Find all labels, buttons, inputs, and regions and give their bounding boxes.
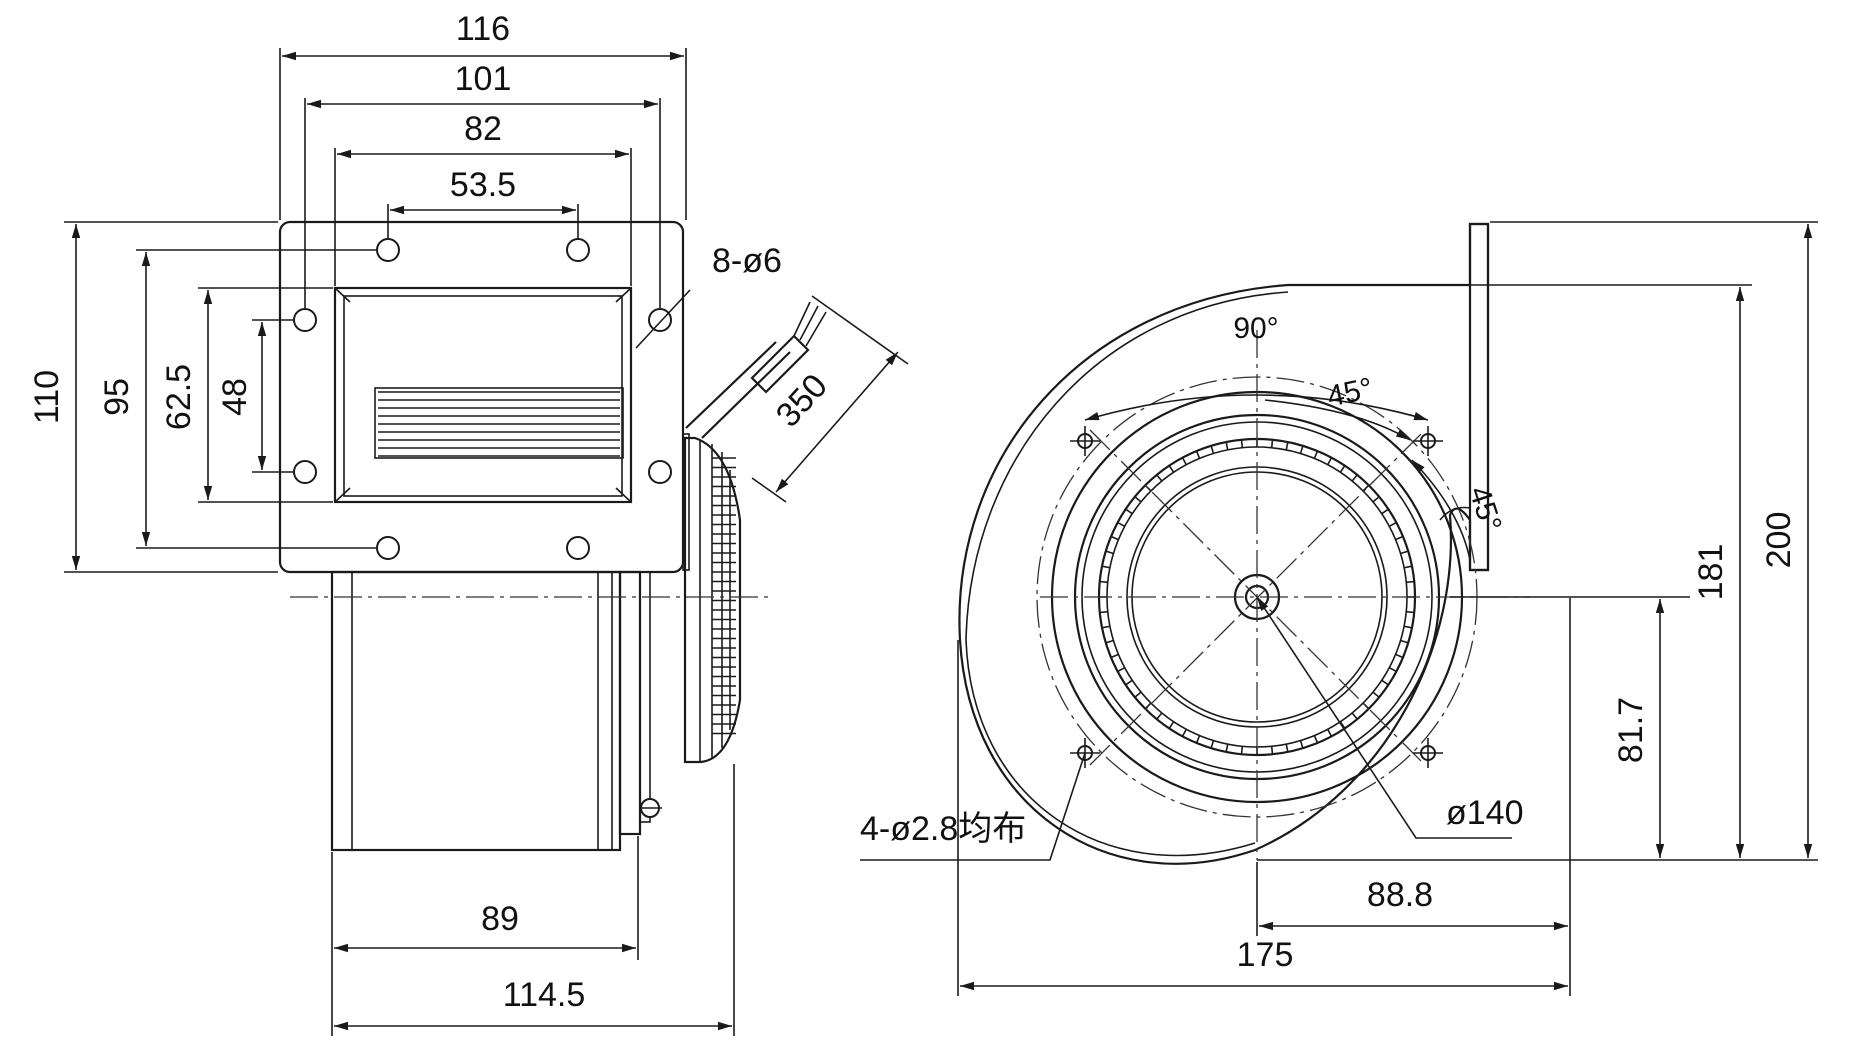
mount-hole-icon — [293, 460, 317, 484]
mount-hole-icon — [293, 308, 317, 332]
dim-89: 89 — [481, 900, 519, 938]
label-8-holes: 8-ø6 — [712, 242, 782, 280]
dim-62-5: 62.5 — [160, 364, 198, 430]
outlet-opening — [333, 286, 633, 504]
dim-110: 110 — [28, 370, 66, 424]
impeller-blade-ring — [1099, 439, 1415, 755]
mount-hole-icon — [566, 238, 590, 262]
scroll-housing — [958, 222, 1490, 865]
motor-body — [330, 570, 622, 852]
flange-plate — [278, 220, 685, 574]
dim-200: 200 — [1760, 512, 1798, 569]
front-view: 90° 45° 45° 4-ø2.8均布 ø140 200 181 81.7 — [860, 221, 1818, 996]
dim-95: 95 — [98, 378, 136, 416]
dim-48: 48 — [216, 378, 254, 416]
power-cable — [685, 301, 827, 439]
impeller-blades — [378, 391, 620, 457]
dim-81-7: 81.7 — [1612, 697, 1650, 763]
angle-90: 90° — [1233, 312, 1278, 345]
dim-53-5: 53.5 — [450, 166, 516, 204]
hub-fins — [712, 457, 736, 735]
mount-hole-icon — [376, 238, 400, 262]
label-diameter: ø140 — [1446, 794, 1524, 832]
dim-88-8: 88.8 — [1367, 876, 1433, 914]
dim-82: 82 — [464, 110, 502, 148]
mounting-holes — [293, 238, 672, 560]
small-hole-icon — [1070, 426, 1100, 456]
dim-101: 101 — [455, 60, 512, 98]
mount-hole-icon — [648, 308, 672, 332]
front-bottom-dimensions — [957, 598, 1571, 996]
left-dimensions — [64, 221, 376, 573]
top-dimensions — [279, 48, 687, 308]
mount-hole-icon — [566, 536, 590, 560]
dim-181: 181 — [1692, 544, 1730, 601]
cable-dimension — [751, 295, 909, 503]
right-dimensions — [1257, 221, 1818, 861]
dim-175: 175 — [1237, 936, 1294, 974]
side-view: 116 101 82 53.5 110 95 62.5 48 8-ø6 — [28, 10, 909, 1036]
small-hole-icon — [1413, 426, 1443, 456]
label-4-holes: 4-ø2.8均布 — [860, 810, 1026, 848]
dim-114-5: 114.5 — [503, 976, 586, 1014]
small-hole-icon — [1413, 738, 1443, 768]
bottom-dimensions — [331, 764, 735, 1036]
mount-hole-icon — [648, 460, 672, 484]
dim-116: 116 — [456, 10, 510, 48]
mount-hole-icon — [376, 536, 400, 560]
dim-350: 350 — [769, 367, 835, 435]
